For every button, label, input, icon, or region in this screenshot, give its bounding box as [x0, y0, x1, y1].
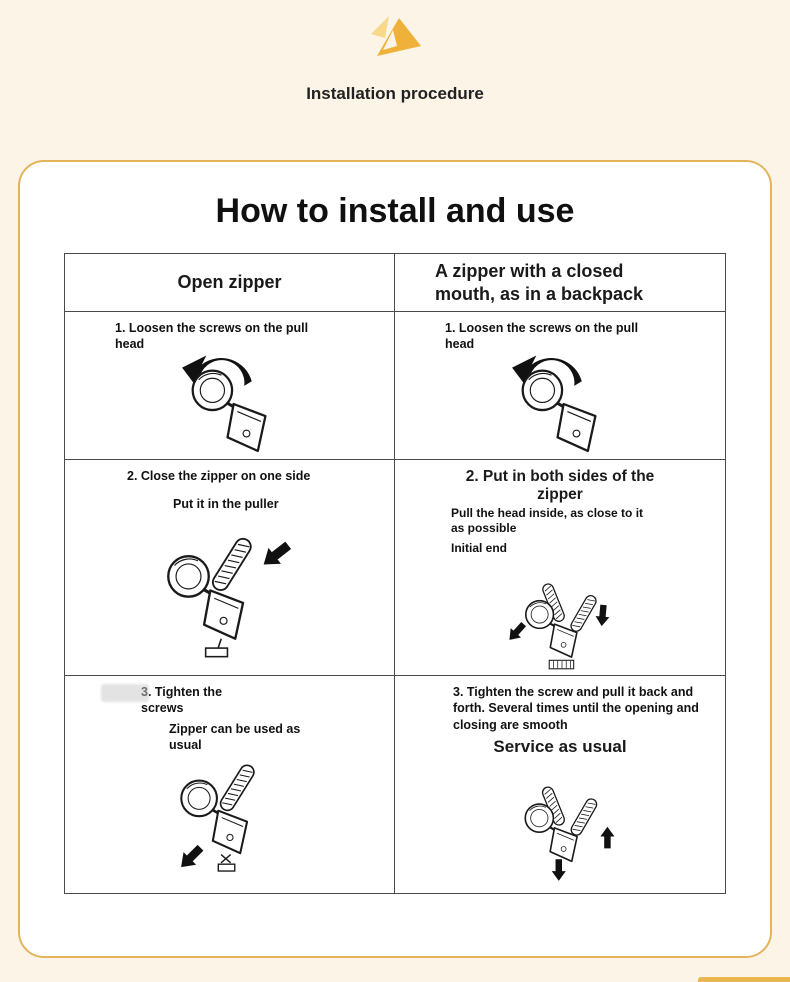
- pull-down-arrow: [551, 859, 566, 881]
- zipper-coil: [208, 534, 255, 594]
- zipper-coil-right: [568, 796, 600, 838]
- zipper-pull-knot: [220, 854, 231, 864]
- zipper-slider: [521, 368, 598, 453]
- gold-triangle-icon: [371, 16, 421, 56]
- step2-closed-subtext1: Pull the head inside, as close to it as …: [451, 505, 644, 536]
- pull-up-arrow: [600, 826, 615, 849]
- step2-closed-heading: 2. Put in both sides of the zipper: [465, 468, 655, 503]
- zipper-slider: [190, 368, 267, 453]
- step3-closed-figure: [401, 757, 719, 889]
- section-title: Installation procedure: [306, 84, 484, 103]
- step1-open-text: 1. Loosen the screws on the pull head: [115, 321, 309, 352]
- step1-open-figure: [71, 353, 388, 456]
- card-title: How to install and use: [215, 192, 575, 230]
- zipper-end-stop: [548, 659, 575, 670]
- illustration-insert-one-side: [166, 534, 295, 658]
- top-banner: Installation procedure: [0, 0, 790, 104]
- step1-closed-text: 1. Loosen the screws on the pull head: [445, 321, 639, 352]
- illustration-loosen-screws-closed: [512, 355, 598, 453]
- zipper-slider: [524, 599, 579, 658]
- step1-closed-cell: 1. Loosen the screws on the pull head: [395, 312, 725, 460]
- insert-arrow: [257, 537, 295, 573]
- illustration-tighten-use: [174, 761, 257, 874]
- step1-closed-figure: [401, 353, 719, 456]
- step3-closed-text: 3. Tighten the screw and pull it back an…: [453, 685, 699, 732]
- step3-open-text: 3. Tighten the screws: [141, 685, 223, 716]
- illustration-insert-both-sides: [504, 581, 611, 670]
- column-header-closed-zipper: A zipper with a closed mouth, as in a ba…: [395, 254, 725, 312]
- step2-open-text: 2. Close the zipper on one side: [127, 469, 311, 483]
- instruction-table: Open zipper A zipper with a closed mouth…: [64, 253, 726, 894]
- column-header-open-zipper: Open zipper: [65, 254, 395, 312]
- step2-closed-figure: [401, 556, 719, 671]
- zipper-coil-right: [568, 592, 599, 634]
- service-as-usual-text: Service as usual: [493, 736, 627, 756]
- slide-down-arrow: [174, 841, 207, 874]
- step2-closed-subtext2: Initial end: [451, 540, 508, 555]
- bottom-accent-bar: [698, 977, 790, 982]
- zipper-slider: [524, 802, 579, 863]
- illustration-pull-back-forth: [524, 784, 615, 881]
- zipper-coil: [216, 761, 257, 814]
- insert-arrow-right: [594, 604, 611, 627]
- step2-open-subtext: Put it in the puller: [173, 497, 279, 512]
- zipper-end-stop: [217, 863, 235, 872]
- step2-open-figure: [71, 513, 388, 672]
- step3-open-figure: [71, 753, 388, 889]
- header-right-text: A zipper with a closed mouth, as in a ba…: [435, 261, 644, 304]
- step3-closed-cell: 3. Tighten the screw and pull it back an…: [395, 676, 725, 893]
- illustration-loosen-screws-open: [181, 355, 267, 453]
- header-left-text: Open zipper: [177, 272, 282, 292]
- step2-open-cell: 2. Close the zipper on one side Put it i…: [65, 460, 395, 676]
- step3-open-subtext: Zipper can be used as usual: [169, 721, 301, 752]
- zipper-end-stop: [204, 647, 228, 658]
- step3-open-cell: 3. Tighten the screws Zipper can be used…: [65, 676, 395, 893]
- step2-closed-cell: 2. Put in both sides of the zipper Pull …: [395, 460, 725, 676]
- insert-arrow-left: [504, 619, 529, 645]
- illegible-watermark: [101, 684, 149, 702]
- step1-open-cell: 1. Loosen the screws on the pull head: [65, 312, 395, 460]
- instruction-card: How to install and use Open zipper A zip…: [18, 160, 772, 958]
